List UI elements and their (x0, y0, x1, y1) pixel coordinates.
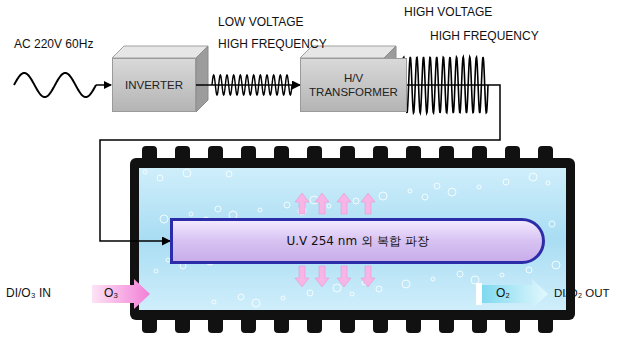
source-label: AC 220V 60Hz (14, 38, 93, 52)
bubble (353, 198, 359, 204)
bubble (500, 273, 504, 277)
bubble (212, 300, 216, 304)
signal-label: HIGH FREQUENCY (218, 38, 327, 52)
node-text: INVERTER (121, 76, 187, 94)
bubble (546, 181, 550, 185)
bubble (307, 290, 313, 296)
uv-ray-up (361, 193, 375, 214)
bubble (422, 194, 428, 200)
bubble (258, 208, 262, 212)
inlet-label: DI/O₃ IN (6, 287, 51, 301)
bubble (284, 202, 290, 208)
o2-outlet-arrow (482, 279, 548, 309)
signal-label: HIGH FREQUENCY (430, 30, 539, 44)
outlet-port (476, 283, 482, 305)
bubble (154, 269, 158, 273)
gas-label: O₃ (104, 287, 118, 301)
bubble (431, 277, 435, 281)
bubble (189, 212, 193, 216)
bubble (477, 185, 481, 189)
bubble (434, 183, 440, 189)
bubble (379, 192, 387, 200)
bubble (226, 171, 232, 177)
bubble (252, 299, 260, 307)
box-top-face (112, 46, 208, 58)
bubble (238, 294, 244, 300)
node-text: H/V TRANSFORMER (301, 69, 406, 102)
bubble (471, 276, 479, 284)
bubble (529, 173, 537, 181)
bubble (157, 175, 163, 181)
bubble (503, 179, 509, 185)
input-arrow (96, 84, 111, 86)
connector (196, 84, 300, 86)
box-side-face (196, 46, 208, 112)
bubble (552, 261, 560, 269)
signal-label: HIGH VOLTAGE (404, 6, 492, 20)
bubble (376, 286, 382, 292)
bubble (183, 169, 191, 177)
bubble (402, 280, 410, 288)
signal-label: LOW VOLTAGE (218, 16, 304, 30)
bubble (526, 267, 532, 273)
uv-ray-up (337, 193, 351, 214)
uv-lamp: U.V 254 nm 외 복합 파장 (170, 218, 545, 264)
uv-ray-up (295, 193, 309, 214)
bubble (281, 296, 285, 300)
bubble (327, 204, 331, 208)
bubble (160, 215, 168, 223)
bubble (408, 189, 412, 193)
uv-ray-up (315, 193, 329, 214)
reactor-housing (130, 158, 575, 320)
uv-ray-down (337, 266, 351, 287)
bubble (333, 284, 341, 292)
bubble (549, 221, 555, 227)
gas-label: O₂ (496, 287, 510, 301)
uv-ray-down (295, 266, 309, 287)
bubble (215, 206, 221, 212)
o3-inlet-arrow (92, 279, 150, 309)
water-chamber (139, 168, 566, 310)
outlet-label: DI/O₂ OUT (554, 287, 610, 300)
uv-ray-down (361, 266, 375, 287)
ac-sine-wave (14, 73, 96, 97)
water-bubbles (143, 169, 560, 307)
inverter-box: INVERTER (112, 58, 196, 112)
bubble (457, 271, 463, 277)
transformer-box: H/V TRANSFORMER (300, 58, 407, 112)
bubble (143, 170, 147, 174)
bubble (448, 188, 456, 196)
uv-ray-down (315, 266, 329, 287)
bubble (350, 292, 354, 296)
node-text: U.V 254 nm 외 복합 파장 (286, 233, 428, 250)
